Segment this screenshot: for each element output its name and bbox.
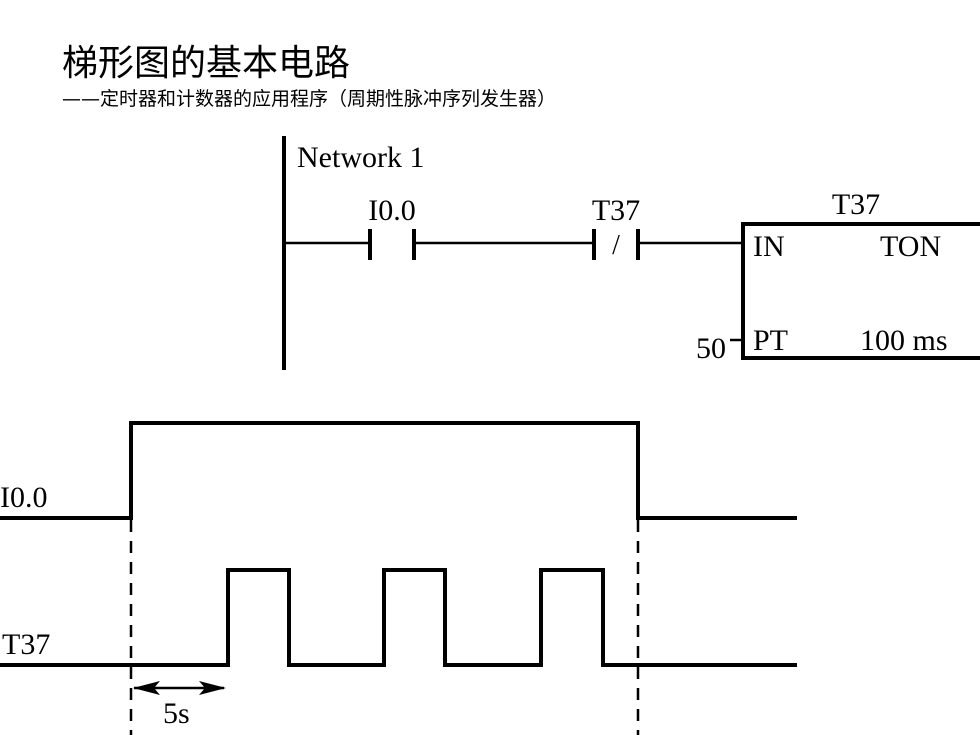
normally-closed-symbol: /: [612, 230, 620, 261]
signal-i00-label: I0.0: [0, 481, 48, 514]
timer-type-label: TON: [880, 230, 941, 263]
waveform-t37: [0, 568, 797, 667]
period-label: 5s: [163, 697, 190, 730]
timer-pt-value: 50: [696, 332, 726, 365]
period-arrow-right-head: [199, 681, 226, 695]
timer-in-pin: IN: [753, 230, 785, 263]
page-title: 梯形图的基本电路: [62, 43, 351, 84]
timing-diagram: [0, 421, 797, 735]
contact-i00-label: I0.0: [368, 194, 416, 227]
period-arrow-left-head: [133, 681, 160, 695]
ladder-network: [282, 136, 980, 370]
waveform-i00: [0, 421, 797, 520]
contact-t37-label: T37: [592, 194, 640, 227]
signal-t37-label: T37: [2, 628, 50, 661]
timer-base-label: 100 ms: [860, 324, 948, 357]
page-subtitle: ——定时器和计数器的应用程序（周期性脉冲序列发生器）: [62, 88, 557, 110]
network-label: Network 1: [297, 141, 424, 174]
timer-pt-pin: PT: [753, 324, 788, 357]
timer-box: [741, 222, 980, 360]
timer-name-label: T37: [832, 188, 880, 221]
